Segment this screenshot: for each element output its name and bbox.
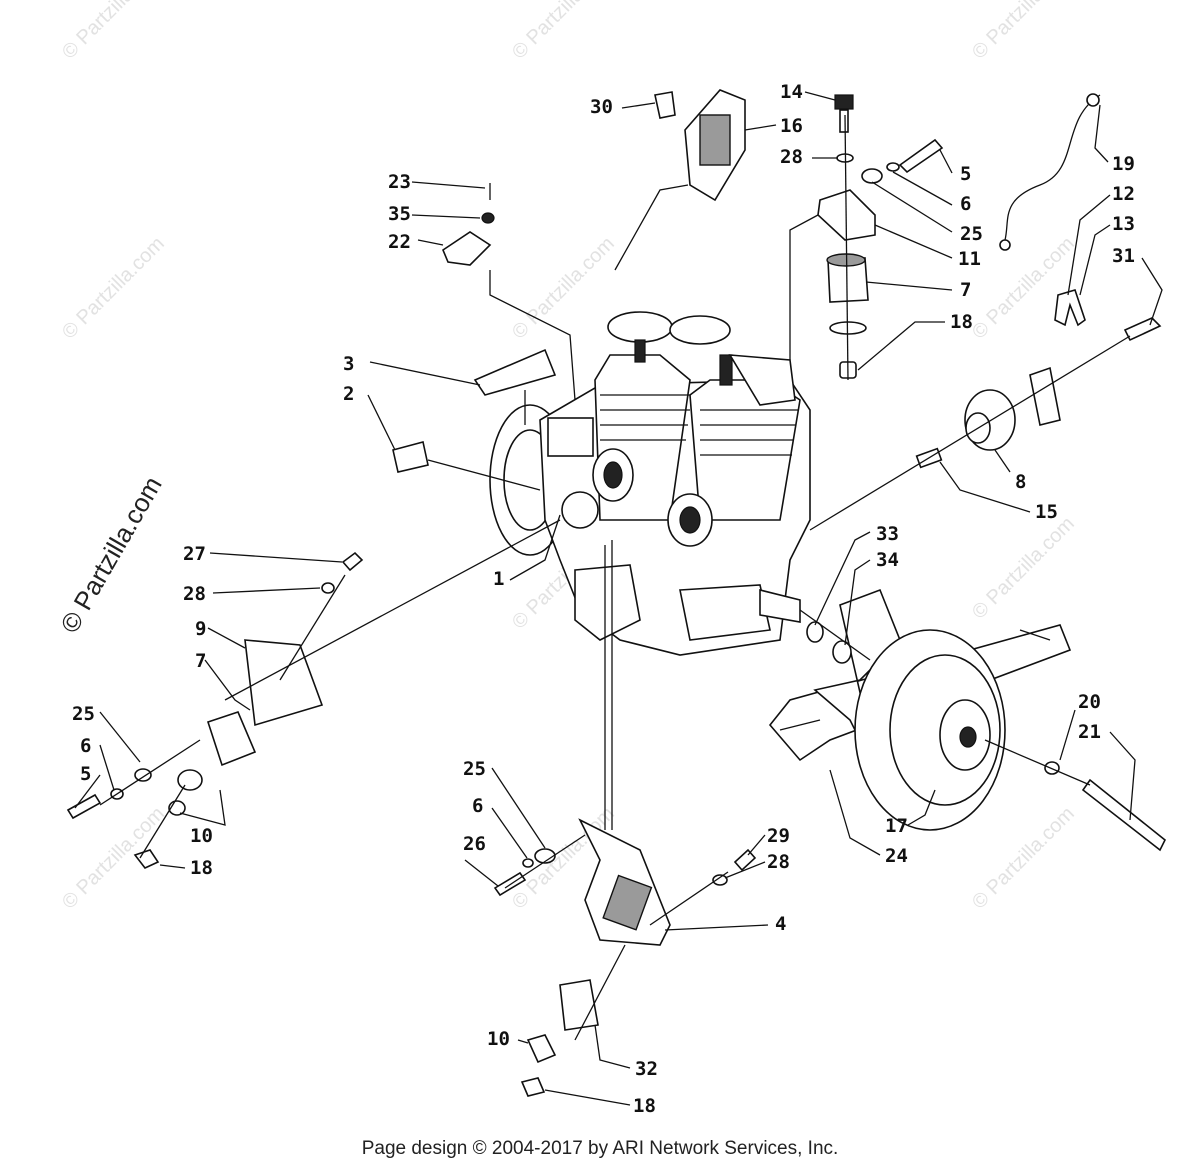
leader-lines <box>74 91 1163 1106</box>
callout-8: 8 <box>1015 471 1026 493</box>
callout-14: 14 <box>780 81 803 103</box>
callout-labels: 1 2 3 4 5 5 6 6 6 7 7 8 9 10 10 11 12 13… <box>72 81 1135 1117</box>
callout-25-top: 25 <box>960 223 983 245</box>
mount-plate-9 <box>244 639 324 727</box>
callout-1: 1 <box>493 568 504 590</box>
callout-13: 13 <box>1112 213 1135 235</box>
nut-18-lower <box>520 1077 546 1097</box>
callout-18-left: 18 <box>190 857 213 879</box>
decal-3 <box>473 348 557 396</box>
starter-cover <box>547 417 594 457</box>
callout-21: 21 <box>1078 721 1101 743</box>
callout-18-top: 18 <box>950 311 973 333</box>
callout-28-left: 28 <box>183 583 206 605</box>
callout-23: 23 <box>388 171 411 193</box>
callout-10-left: 10 <box>190 825 213 847</box>
washer-20 <box>1044 761 1060 775</box>
callout-27: 27 <box>183 543 206 565</box>
washer-28-left <box>321 582 335 594</box>
callout-25-left: 25 <box>72 703 95 725</box>
callout-22: 22 <box>388 231 411 253</box>
callout-28-lower: 28 <box>767 851 790 873</box>
spark-plug-cap-left <box>607 311 673 343</box>
bolt-14 <box>834 94 854 110</box>
watermark: © Partzilla.com <box>58 0 169 64</box>
washer-6-top <box>886 162 900 172</box>
spacer-33 <box>806 621 824 643</box>
engine-assembly <box>489 311 811 656</box>
callout-3: 3 <box>343 353 354 375</box>
nut-18-left <box>133 849 160 869</box>
callout-4: 4 <box>775 913 786 935</box>
exploded-parts-diagram: © Partzilla.com © Partzilla.com © Partzi… <box>54 0 1167 1117</box>
callout-11: 11 <box>958 248 981 270</box>
washer-10-lower <box>526 1034 557 1064</box>
callout-12: 12 <box>1112 183 1135 205</box>
callout-7-left: 7 <box>195 650 206 672</box>
washer-25-lower <box>534 848 556 864</box>
watermark: © Partzilla.com <box>58 233 169 344</box>
label-2 <box>392 441 429 473</box>
washer-28-lower <box>712 874 728 886</box>
bolt-27 <box>341 551 364 572</box>
callout-9: 9 <box>195 618 206 640</box>
callout-32: 32 <box>635 1058 658 1080</box>
oil-pump <box>561 491 599 529</box>
watermark: © Partzilla.com <box>968 0 1079 64</box>
callout-2: 2 <box>343 383 354 405</box>
callout-5-left: 5 <box>80 763 91 785</box>
callout-6-lower: 6 <box>472 795 483 817</box>
callout-24: 24 <box>885 845 908 867</box>
callout-29: 29 <box>767 825 790 847</box>
washer-25-left <box>134 768 152 782</box>
callout-30: 30 <box>590 96 613 118</box>
belt-teeth <box>779 629 1051 731</box>
callout-26: 26 <box>463 833 486 855</box>
washer-35 <box>481 212 495 224</box>
callout-25-lower: 25 <box>463 758 486 780</box>
callout-28-top: 28 <box>780 146 803 168</box>
callout-18-lower: 18 <box>633 1095 656 1117</box>
watermark: © Partzilla.com <box>968 803 1079 914</box>
crankshaft-pto <box>759 588 801 623</box>
bolt-29 <box>733 848 757 872</box>
engine-mount-32 <box>559 979 599 1031</box>
callout-19: 19 <box>1112 153 1135 175</box>
watermark: © Partzilla.com <box>508 0 619 64</box>
watermark: © Partzilla.com <box>968 233 1079 344</box>
cover-22 <box>442 231 492 266</box>
washer-6-lower <box>522 858 534 868</box>
callout-15: 15 <box>1035 501 1058 523</box>
bolt-21 <box>1081 778 1167 852</box>
callout-20: 20 <box>1078 691 1101 713</box>
callout-34: 34 <box>876 549 899 571</box>
spacer-34 <box>832 640 852 664</box>
callout-17: 17 <box>885 815 908 837</box>
washer-25-top <box>861 168 883 184</box>
callout-31: 31 <box>1112 245 1135 267</box>
clip-30 <box>654 91 676 119</box>
bolt-5-top <box>898 138 944 174</box>
callout-5-top: 5 <box>960 163 971 185</box>
copyright-footer: Page design © 2004-2017 by ARI Network S… <box>361 1138 839 1159</box>
watermark-large: © Partzilla.com <box>54 471 168 638</box>
callout-10-lower: 10 <box>487 1028 510 1050</box>
watermark: © Partzilla.com <box>968 513 1079 624</box>
callout-33: 33 <box>876 523 899 545</box>
fork-12-13 <box>1054 289 1086 327</box>
cooling-fins <box>600 394 798 456</box>
callout-35: 35 <box>388 203 411 225</box>
bolt-5-left <box>66 793 102 820</box>
callout-7-top: 7 <box>960 279 971 301</box>
callout-6-left: 6 <box>80 735 91 757</box>
watermark: © Partzilla.com <box>508 233 619 344</box>
engine-mount-7-left <box>206 711 257 767</box>
ground-wire-19 <box>1004 94 1101 241</box>
bolt-31 <box>1123 317 1162 342</box>
callout-16: 16 <box>780 115 803 137</box>
callout-6-top: 6 <box>960 193 971 215</box>
spark-plug-cap-right <box>669 315 731 345</box>
